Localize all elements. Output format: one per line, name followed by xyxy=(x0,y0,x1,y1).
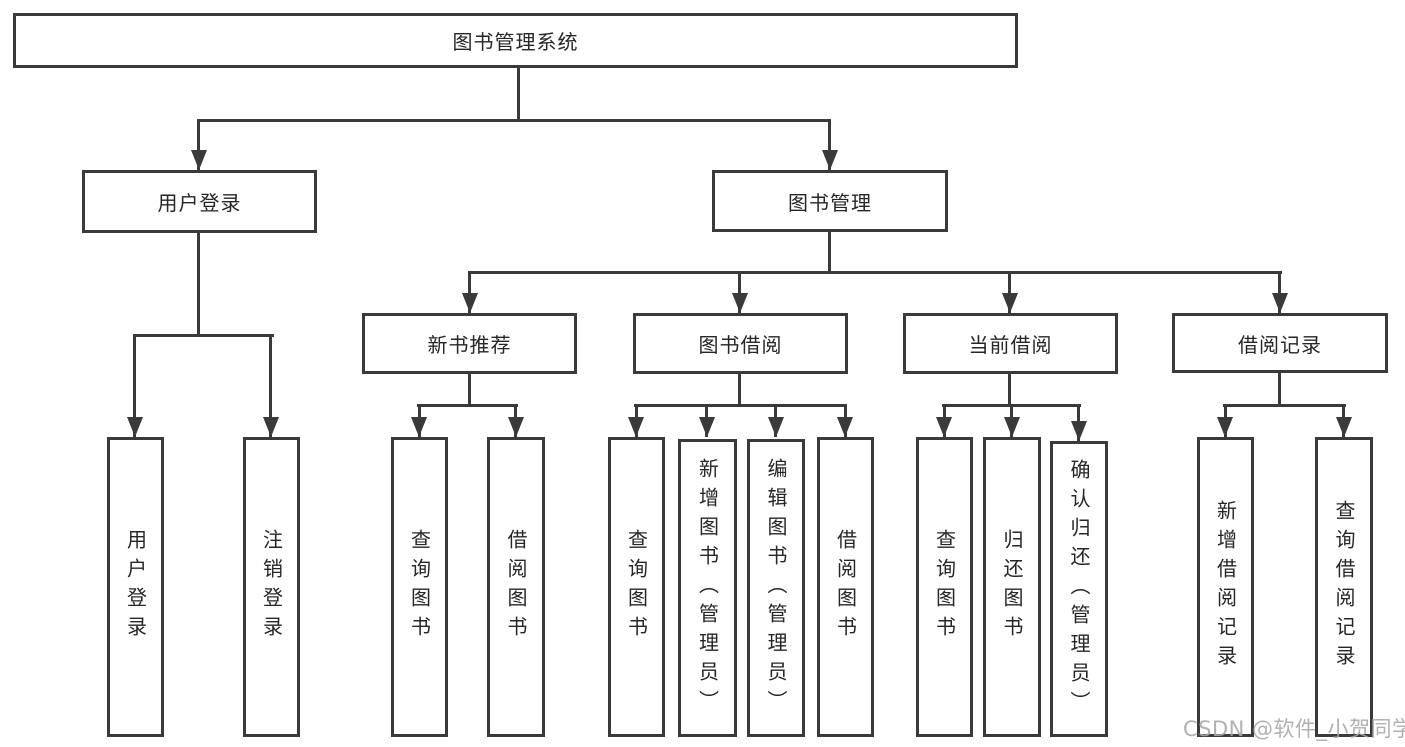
arrowhead-down-icon xyxy=(732,293,748,313)
connector-line xyxy=(197,233,200,336)
leaf-logout-label: 注销登录 xyxy=(259,529,284,645)
node-book-management: 图书管理 xyxy=(712,170,948,232)
leaf-return-book-label: 归还图书 xyxy=(1000,529,1024,645)
connector-line xyxy=(468,271,471,313)
connector-line xyxy=(738,271,741,313)
leaf-add-book-admin-label: 新增图书（管理员） xyxy=(695,457,720,719)
node-book-borrow: 图书借阅 xyxy=(633,313,848,374)
leaf-query-book-recommend-label: 查询图书 xyxy=(407,529,432,645)
leaf-edit-book-admin-label: 编辑图书（管理员） xyxy=(764,457,788,719)
leaf-query-book-current-label: 查询图书 xyxy=(932,529,957,645)
arrowhead-down-icon xyxy=(191,150,207,170)
arrowhead-down-icon xyxy=(411,417,427,437)
connector-line xyxy=(468,374,471,406)
connector-line xyxy=(197,119,831,122)
leaf-borrow-book-label: 借阅图书 xyxy=(833,529,858,645)
node-current-borrow-label: 当前借阅 xyxy=(968,333,1053,357)
connector-line xyxy=(417,404,518,407)
connector-line xyxy=(133,334,274,337)
arrowhead-down-icon xyxy=(1272,293,1288,313)
node-borrow-records-label: 借阅记录 xyxy=(1238,332,1322,357)
arrowhead-down-icon xyxy=(127,417,143,437)
arrowhead-down-icon xyxy=(699,417,715,437)
connector-line xyxy=(1278,271,1281,313)
arrowhead-down-icon xyxy=(508,417,524,437)
connector-line xyxy=(133,334,136,437)
leaf-borrow-book-recommend: 借阅图书 xyxy=(487,437,545,737)
node-book-borrow-label: 图书借阅 xyxy=(698,333,783,357)
arrowhead-down-icon xyxy=(768,417,784,437)
node-user-login-label: 用户登录 xyxy=(157,191,242,215)
leaf-query-book-current: 查询图书 xyxy=(916,437,973,737)
arrowhead-down-icon xyxy=(263,417,279,437)
leaf-query-book-borrow: 查询图书 xyxy=(608,437,665,737)
leaf-query-book-recommend: 查询图书 xyxy=(391,437,448,737)
arrowhead-down-icon xyxy=(1002,293,1018,313)
leaf-user-login: 用户登录 xyxy=(107,437,164,737)
leaf-query-borrow-record-label: 查询借阅记录 xyxy=(1332,500,1356,674)
node-new-book-recommend: 新书推荐 xyxy=(362,313,577,374)
node-new-book-recommend-label: 新书推荐 xyxy=(427,333,512,357)
connector-line xyxy=(1278,373,1281,406)
leaf-logout: 注销登录 xyxy=(243,437,300,737)
node-user-login: 用户登录 xyxy=(82,170,317,233)
arrowhead-down-icon xyxy=(1336,417,1352,437)
arrowhead-down-icon xyxy=(936,417,952,437)
leaf-borrow-book: 借阅图书 xyxy=(817,437,874,737)
arrowhead-down-icon xyxy=(1004,417,1020,437)
arrowhead-down-icon xyxy=(1071,421,1087,441)
node-book-management-label: 图书管理 xyxy=(788,190,872,215)
connector-line xyxy=(1008,271,1011,313)
leaf-query-borrow-record: 查询借阅记录 xyxy=(1315,437,1373,737)
leaf-edit-book-admin: 编辑图书（管理员） xyxy=(747,439,805,737)
arrowhead-down-icon xyxy=(462,293,478,313)
connector-line xyxy=(468,271,1282,274)
leaf-return-book: 归还图书 xyxy=(983,437,1041,737)
arrowhead-down-icon xyxy=(837,417,853,437)
connector-line xyxy=(1008,374,1011,406)
connector-line xyxy=(634,404,847,407)
leaf-confirm-return-admin-label: 确认归还（管理员） xyxy=(1067,458,1091,720)
connector-line xyxy=(517,68,520,120)
leaf-confirm-return-admin: 确认归还（管理员） xyxy=(1050,441,1108,737)
leaf-add-borrow-record: 新增借阅记录 xyxy=(1197,437,1254,737)
connector-line xyxy=(1223,404,1346,407)
arrowhead-down-icon xyxy=(1217,417,1233,437)
node-root: 图书管理系统 xyxy=(13,13,1018,68)
csdn-watermark: CSDN @软件_小贺同学 xyxy=(1183,717,1405,741)
leaf-user-login-label: 用户登录 xyxy=(123,529,148,645)
connector-line xyxy=(828,119,831,170)
leaf-borrow-book-recommend-label: 借阅图书 xyxy=(504,529,528,645)
node-borrow-records: 借阅记录 xyxy=(1172,313,1388,373)
connector-line xyxy=(738,374,741,406)
leaf-query-book-borrow-label: 查询图书 xyxy=(624,529,649,645)
connector-line xyxy=(197,119,200,170)
leaf-add-borrow-record-label: 新增借阅记录 xyxy=(1213,500,1238,674)
leaf-add-book-admin: 新增图书（管理员） xyxy=(678,439,737,737)
connector-line xyxy=(828,232,831,273)
node-root-label: 图书管理系统 xyxy=(452,30,579,54)
arrowhead-down-icon xyxy=(822,150,838,170)
connector-line xyxy=(269,334,272,437)
arrowhead-down-icon xyxy=(628,417,644,437)
node-current-borrow: 当前借阅 xyxy=(903,313,1118,374)
